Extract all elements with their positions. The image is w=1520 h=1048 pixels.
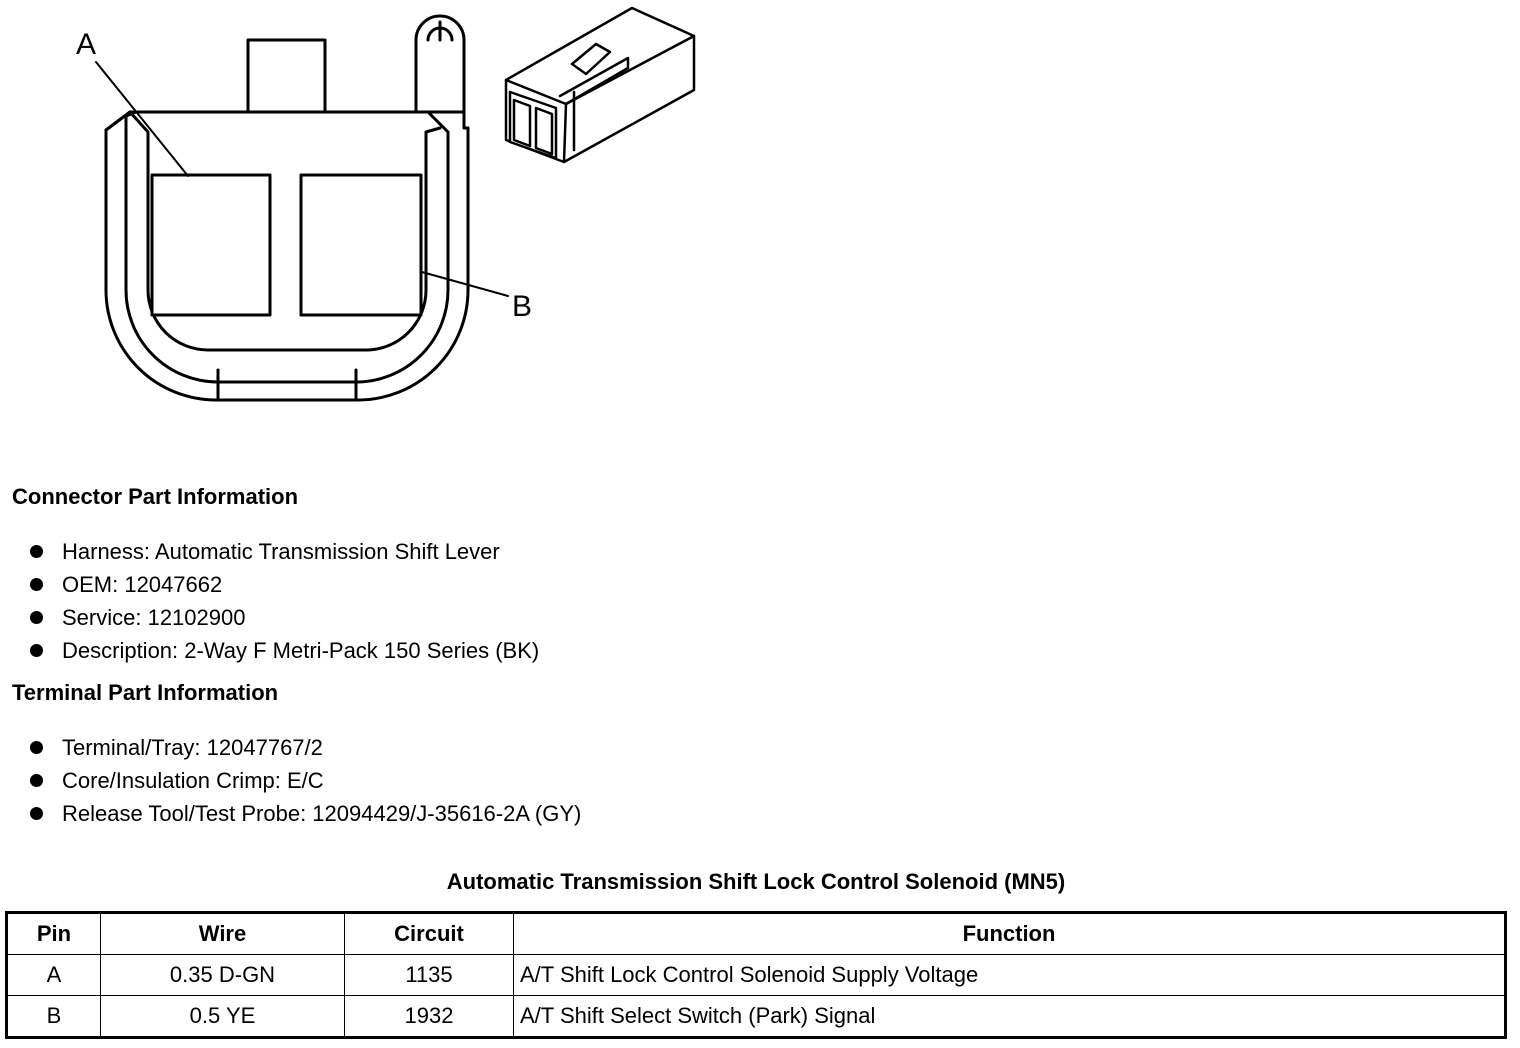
list-item-text: Description: 2-Way F Metri-Pack 150 Seri… — [62, 638, 540, 663]
leader-line-b — [421, 271, 509, 297]
list-item-text: OEM: 12047662 — [62, 572, 223, 597]
cell-circuit: 1932 — [344, 995, 514, 1038]
table-row: A 0.35 D-GN 1135 A/T Shift Lock Control … — [6, 954, 1506, 996]
column-header-function: Function — [513, 912, 1506, 955]
connector-info-list: Harness: Automatic Transmission Shift Le… — [28, 535, 539, 667]
cavity-a — [150, 173, 272, 317]
cell-circuit: 1135 — [344, 954, 514, 996]
list-item: Service: 12102900 — [28, 601, 539, 634]
column-header-wire: Wire — [100, 912, 345, 955]
bullet-icon — [30, 644, 43, 657]
list-item: Harness: Automatic Transmission Shift Le… — [28, 535, 539, 568]
pinout-table: Pin Wire Circuit Function A 0.35 D-GN 11… — [5, 911, 1507, 1039]
table-row: B 0.5 YE 1932 A/T Shift Select Switch (P… — [6, 995, 1506, 1038]
connector-info-heading: Connector Part Information — [12, 484, 299, 509]
table-title: Automatic Transmission Shift Lock Contro… — [446, 869, 1066, 894]
column-header-circuit: Circuit — [344, 912, 514, 955]
cell-wire: 0.35 D-GN — [100, 954, 345, 996]
cavity-b — [299, 173, 423, 317]
list-item: Terminal/Tray: 12047767/2 — [28, 731, 581, 764]
bullet-icon — [30, 578, 43, 591]
cell-pin: B — [6, 995, 101, 1038]
list-item: Core/Insulation Crimp: E/C — [28, 764, 581, 797]
table-header-row: Pin Wire Circuit Function — [6, 912, 1506, 955]
pin-label-a: A — [76, 28, 96, 61]
pin-label-b: B — [512, 290, 532, 323]
list-item: OEM: 12047662 — [28, 568, 539, 601]
connector-isometric — [504, 6, 696, 164]
terminal-info-list: Terminal/Tray: 12047767/2 Core/Insulatio… — [28, 731, 581, 830]
list-item-text: Terminal/Tray: 12047767/2 — [62, 735, 323, 760]
cell-function: A/T Shift Select Switch (Park) Signal — [513, 995, 1506, 1038]
leader-line-a — [95, 61, 189, 177]
connector-diagram: A B — [76, 6, 696, 402]
bullet-icon — [30, 774, 43, 787]
column-header-pin: Pin — [6, 912, 101, 955]
bullet-icon — [30, 807, 43, 820]
bullet-icon — [30, 545, 43, 558]
connector-face — [104, 14, 470, 402]
bullet-icon — [30, 741, 43, 754]
cell-pin: A — [6, 954, 101, 996]
bullet-icon — [30, 611, 43, 624]
list-item: Release Tool/Test Probe: 12094429/J-3561… — [28, 797, 581, 830]
list-item-text: Harness: Automatic Transmission Shift Le… — [62, 539, 500, 564]
cell-function: A/T Shift Lock Control Solenoid Supply V… — [513, 954, 1506, 996]
list-item: Description: 2-Way F Metri-Pack 150 Seri… — [28, 634, 539, 667]
cell-wire: 0.5 YE — [100, 995, 345, 1038]
list-item-text: Release Tool/Test Probe: 12094429/J-3561… — [62, 801, 582, 826]
list-item-text: Service: 12102900 — [62, 605, 246, 630]
terminal-info-heading: Terminal Part Information — [12, 680, 279, 705]
list-item-text: Core/Insulation Crimp: E/C — [62, 768, 324, 793]
